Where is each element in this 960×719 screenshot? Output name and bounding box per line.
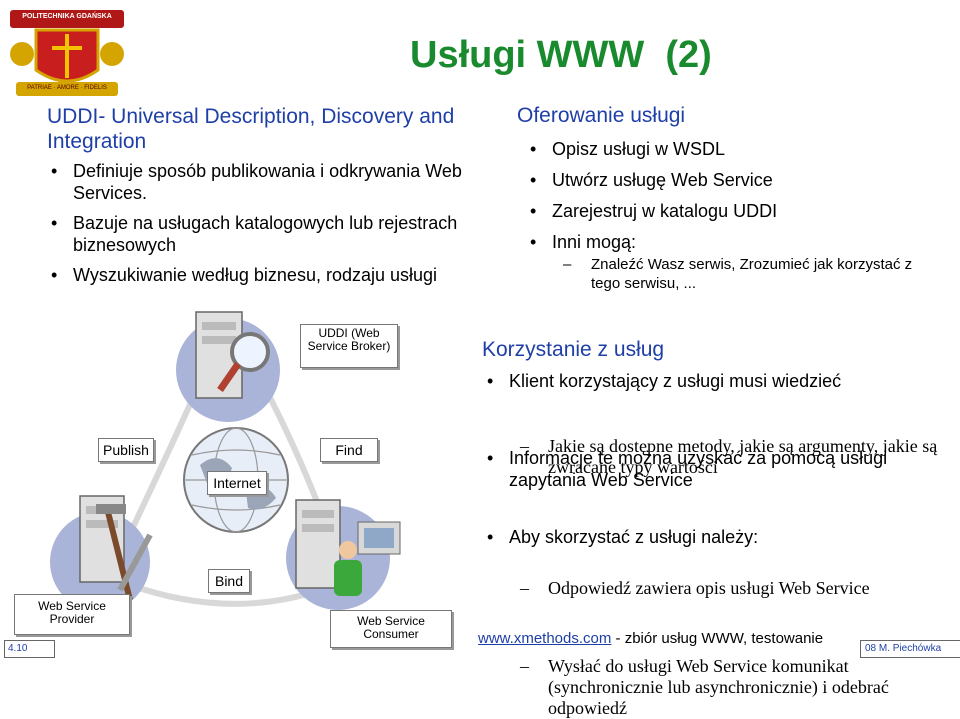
consumer-server-icon (295, 499, 401, 596)
bind-label: Bind (208, 569, 250, 593)
offering-bullets: Opisz usługi w WSDL Utwórz usługę Web Se… (530, 138, 952, 262)
usage-bullet-3: Aby skorzystać z usługi należy: (487, 526, 929, 548)
slide-title: Usługi WWW (2) (410, 34, 712, 76)
uddi-bullets: Definiuje sposób publikowania i odkrywan… (51, 160, 473, 294)
provider-server-icon (79, 495, 153, 601)
broker-label: UDDI (Web Service Broker) (300, 324, 398, 368)
broker-server-icon (195, 311, 270, 399)
logo-name: POLITECHNIKA GDAŃSKA (22, 13, 112, 20)
usage-bullet-2-wrap: Informacje te można uzyskać za pomocą us… (487, 447, 919, 491)
usage-sub-3: Wysłać do usługi Web Service komunikat (… (520, 656, 953, 719)
usage-bullet-1: Klient korzystający z usługi musi wiedzi… (487, 370, 949, 392)
uddi-bullet-2: Bazuje na usługach katalogowych lub reje… (51, 212, 473, 256)
slide-number: 4.10 (4, 640, 55, 658)
uddi-bullet-1: Definiuje sposób publikowania i odkrywan… (51, 160, 473, 204)
usage-heading: Korzystanie z usług (482, 338, 665, 361)
usage-sub-2: Odpowiedź zawiera opis usługi Web Servic… (520, 578, 948, 599)
footer-text: - zbiór usług WWW, testowanie (611, 630, 824, 647)
logo-ribbon: PATRIAE · AMORE · FIDELIS (27, 85, 107, 91)
author-credit: 08 M. Piechówka (860, 640, 960, 658)
usage-bullet-3-wrap: Aby skorzystać z usługi należy: (487, 526, 929, 548)
provider-label: Web Service Provider (14, 594, 130, 635)
uddi-heading: UDDI- Universal Description, Discovery a… (47, 105, 455, 153)
usage-bullet-1-wrap: Klient korzystający z usługi musi wiedzi… (487, 370, 949, 392)
usage-bullet-2: Informacje te można uzyskać za pomocą us… (487, 447, 919, 491)
xmethods-link[interactable]: www.xmethods.com (478, 630, 612, 647)
crest-icon (10, 10, 124, 96)
internet-label: Internet (207, 471, 267, 495)
offering-sub: Znaleźć Wasz serwis, Zrozumieć jak korzy… (563, 255, 931, 293)
offering-bullet-3: Zarejestruj w katalogu UDDI (530, 200, 952, 222)
publish-label: Publish (98, 438, 154, 462)
web-services-diagram (50, 311, 401, 612)
offering-bullet-2: Utwórz usługę Web Service (530, 169, 952, 191)
find-label: Find (320, 438, 378, 462)
footer-line: www.xmethods.com - zbiór usług WWW, test… (478, 630, 823, 647)
uddi-bullet-3: Wyszukiwanie według biznesu, rodzaju usł… (51, 264, 473, 286)
offering-bullet-1: Opisz usługi w WSDL (530, 138, 952, 160)
consumer-label: Web Service Consumer (330, 610, 452, 648)
offering-heading: Oferowanie usługi (517, 104, 686, 127)
university-logo: POLITECHNIKA GDAŃSKA PATRIAE · AMORE · F… (6, 8, 128, 100)
offering-bullet-4: Inni mogą: (530, 231, 952, 253)
